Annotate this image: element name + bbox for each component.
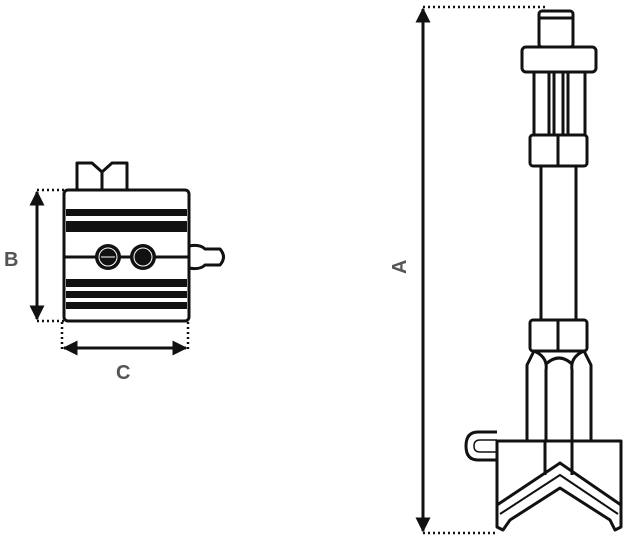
dimension-c-label: C bbox=[116, 362, 130, 384]
upper-body bbox=[532, 70, 587, 137]
v-jaw bbox=[495, 439, 623, 532]
front-view-tool bbox=[464, 9, 623, 532]
dimension-a: A bbox=[389, 5, 545, 535]
top-cap bbox=[537, 9, 575, 49]
flange bbox=[520, 45, 598, 74]
hook-loop bbox=[464, 430, 497, 462]
dimension-b: B bbox=[4, 188, 64, 323]
side-view-clamp bbox=[62, 161, 225, 323]
dimension-b-label: B bbox=[4, 249, 18, 271]
shaft bbox=[539, 164, 578, 322]
dimension-a-label: A bbox=[389, 260, 411, 274]
dimension-c: C bbox=[60, 322, 190, 384]
hex-body bbox=[525, 349, 593, 443]
